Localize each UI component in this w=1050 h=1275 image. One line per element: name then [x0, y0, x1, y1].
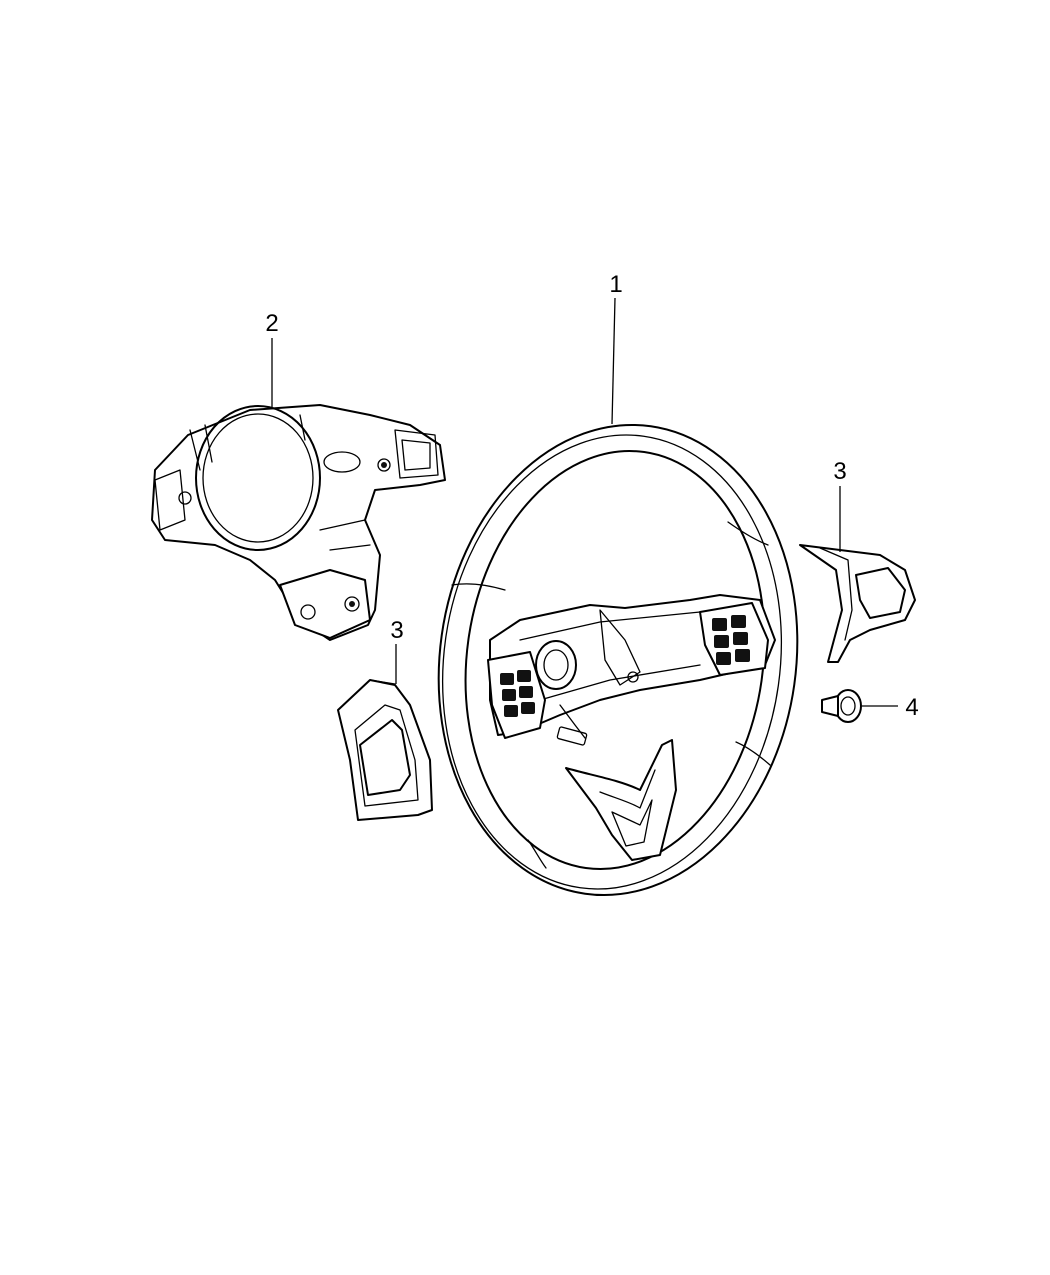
callout-label-4: 4 [905, 694, 918, 721]
callout-label-3-right: 3 [833, 458, 846, 485]
rear-shroud [151, 404, 446, 641]
callout-label-1: 1 [609, 271, 622, 298]
callout-label-2: 2 [265, 310, 278, 337]
steering-wheel [437, 423, 799, 897]
callout-label-3-left: 3 [390, 617, 403, 644]
screw [821, 689, 862, 723]
bezel-right [799, 544, 916, 663]
bezel-left [337, 679, 433, 821]
leader-line-1 [611, 297, 616, 425]
